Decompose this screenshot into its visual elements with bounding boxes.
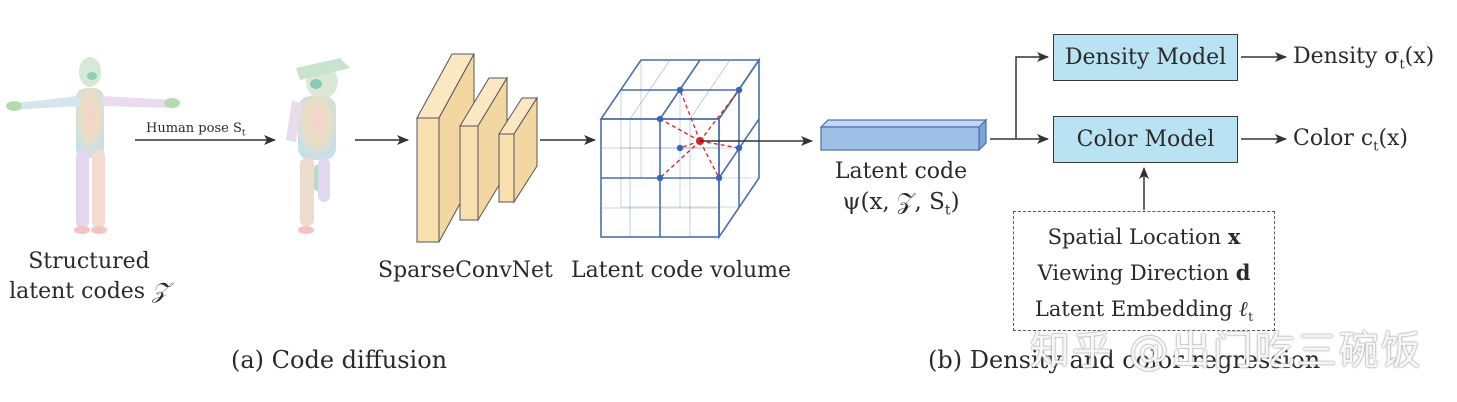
sparseconvnet-label: SparseConvNet: [378, 258, 553, 283]
input-viewing-direction: Viewing Direction d: [1037, 260, 1251, 285]
sparseconvnet-blocks: [416, 53, 538, 243]
inputs-dashed-box: [1013, 211, 1275, 331]
color-model-label: Color Model: [1076, 127, 1215, 152]
inputs-list: Spatial Location x Viewing Direction d L…: [1013, 219, 1275, 335]
human-pose-label: Human pose St: [146, 121, 246, 139]
caption-density-color-regression: (b) Density and color regression: [928, 346, 1321, 374]
input-spatial-location: Spatial Location x: [1047, 224, 1241, 249]
input-latent-embedding: Latent Embedding ℓt: [1034, 296, 1254, 325]
grid-vertex-points: [656, 86, 743, 182]
tpose-human-figure: [6, 57, 180, 234]
color-output-label: Color ct(x): [1293, 126, 1409, 155]
density-model-box: Density Model: [1053, 34, 1238, 81]
density-model-label: Density Model: [1064, 45, 1227, 70]
model-branch-arrows: [990, 52, 1049, 144]
watermark-text: 知乎 @出门吃三碗饭: [1030, 328, 1423, 374]
structured-latent-codes-label: Structured latent codes 𝒵: [9, 249, 169, 304]
color-model-box: Color Model: [1053, 116, 1238, 163]
latent-code-bar: [819, 118, 988, 152]
latent-code-label: Latent code ψ(x, 𝒵, St): [834, 159, 968, 219]
posed-human-figure: [286, 58, 350, 234]
latent-code-volume-label: Latent code volume: [571, 258, 792, 283]
density-output-label: Density σt(x): [1293, 44, 1435, 73]
caption-code-diffusion: (a) Code diffusion: [231, 346, 448, 374]
